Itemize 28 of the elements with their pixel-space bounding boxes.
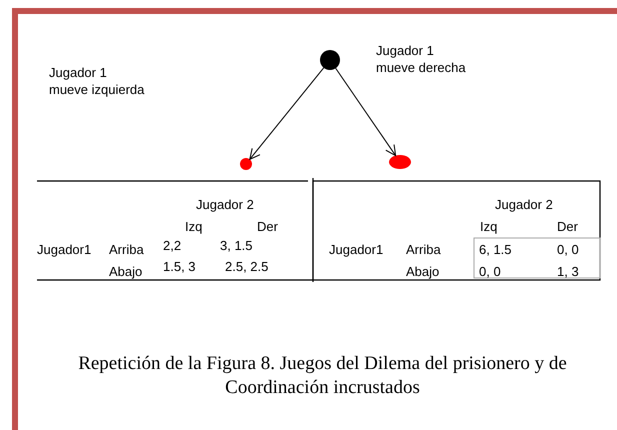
payoff-value: 2,2 [163, 237, 182, 254]
row-header: Jugador1 [37, 241, 92, 258]
row-header: Arriba [406, 241, 441, 258]
row-header: Jugador1 [329, 241, 384, 258]
payoff-value: 0, 0 [479, 263, 501, 280]
payoff-value: 2.5, 2.5 [225, 258, 268, 275]
game-node [320, 50, 340, 70]
move-label: Jugador 1 mueve izquierda [49, 64, 146, 98]
payoff-value: 1.5, 3 [163, 258, 196, 275]
payoff-value: 3, 1.5 [220, 237, 253, 254]
arrow [249, 67, 324, 160]
payoff-value: 6, 1.5 [479, 241, 512, 258]
table-header: Jugador 2 [196, 196, 254, 213]
figure-caption: Repetición de la Figura 8. Juegos del Dilema del prisionero y de Coordinación incrustados [77, 352, 568, 400]
game-node [240, 158, 252, 170]
row-header: Abajo [406, 263, 440, 280]
column-header: Der [557, 218, 578, 235]
game-node [389, 155, 411, 169]
column-header: Izq [480, 218, 498, 235]
column-header: Der [257, 218, 278, 235]
payoff-value: 1, 3 [557, 263, 579, 280]
arrow [335, 68, 396, 156]
row-header: Abajo [109, 263, 142, 280]
row-header: Arriba [109, 241, 144, 258]
payoff-value: 0, 0 [557, 241, 579, 258]
table-header: Jugador 2 [495, 196, 553, 213]
column-header: Izq [185, 218, 202, 235]
move-label: Jugador 1 mueve derecha [376, 42, 467, 76]
